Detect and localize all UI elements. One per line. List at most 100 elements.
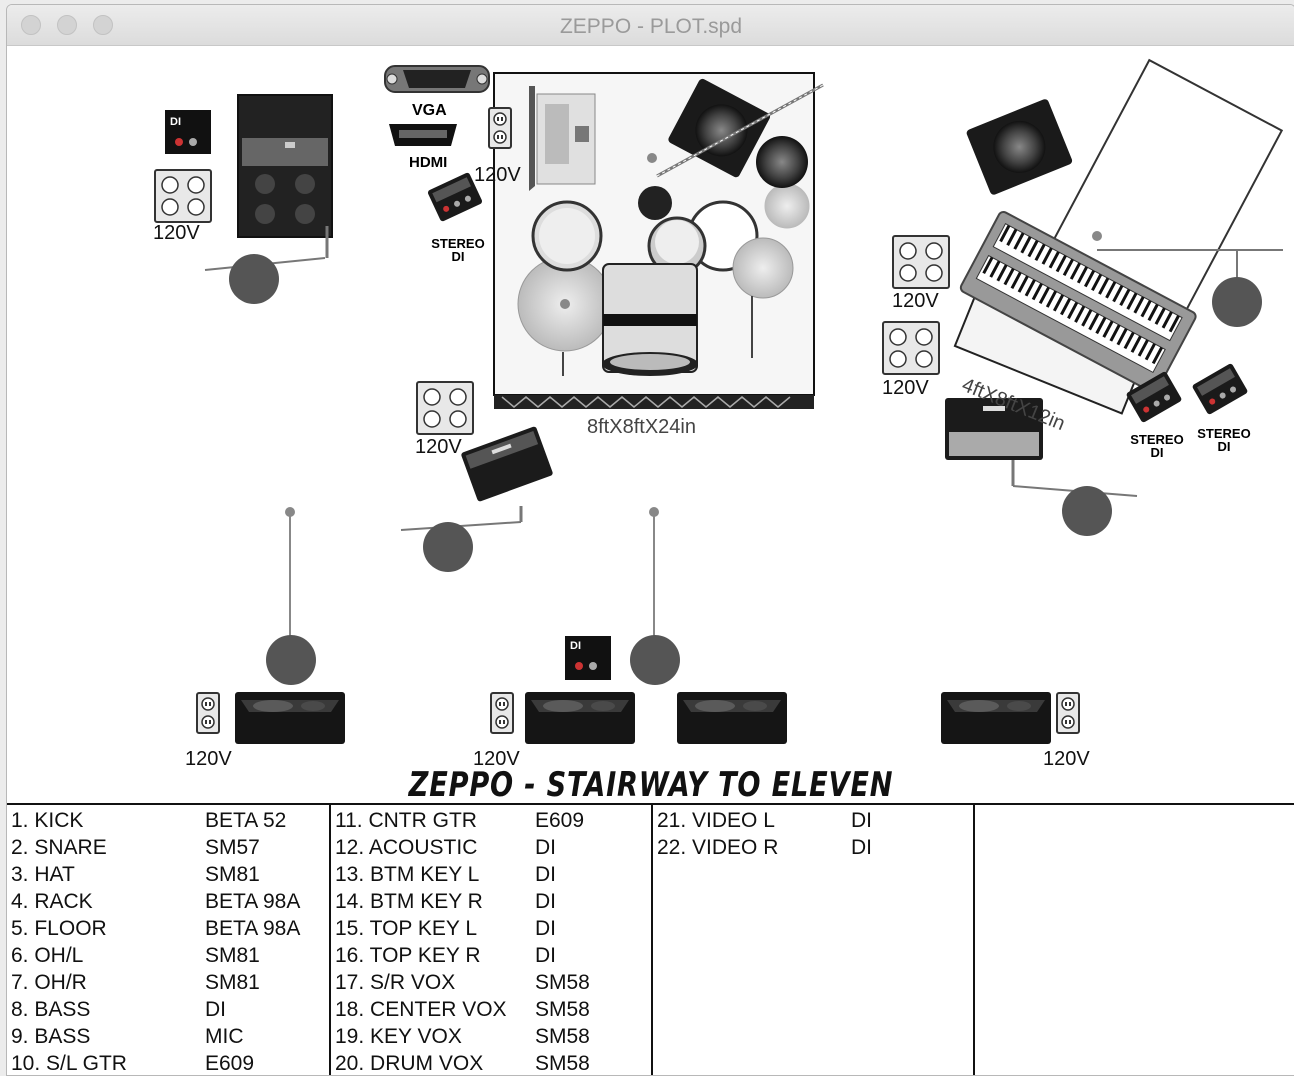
input-row-source: SM58 xyxy=(535,1052,590,1075)
stereo-di-label: STEREO DI xyxy=(1130,432,1184,460)
minimize-window-button[interactable] xyxy=(57,15,77,35)
vga-connector-icon xyxy=(384,65,490,93)
input-row-name: 15. TOP KEY L xyxy=(335,917,478,940)
bass-mic-stand[interactable] xyxy=(204,226,329,304)
sr-guitar-amp[interactable] xyxy=(945,398,1043,460)
input-column-4 xyxy=(975,805,1294,1075)
hdmi-label: HDMI xyxy=(409,154,448,171)
monitor-wedge-4[interactable] xyxy=(941,692,1051,744)
input-row-source: BETA 98A xyxy=(205,890,301,913)
power-label: 120V xyxy=(882,377,929,399)
stereo-di-label: STEREO DI xyxy=(431,236,485,264)
laptop-icon[interactable] xyxy=(529,86,596,191)
stage-plot-canvas[interactable]: 120V DI VGA HDMI 120V STEREO DI 8ftX8ftX… xyxy=(7,46,1294,804)
center-vocal-mic-stand[interactable] xyxy=(630,507,680,685)
input-row-source: SM58 xyxy=(535,1025,590,1048)
app-window: ZEPPO - PLOT.spd xyxy=(6,4,1294,1076)
input-row-name: 11. CNTR GTR xyxy=(335,809,477,832)
input-row-source: SM81 xyxy=(205,971,260,994)
input-row-name: 2. SNARE xyxy=(11,836,107,859)
input-row-name: 9. BASS xyxy=(11,1025,91,1048)
input-row-name: 10. S/L GTR xyxy=(11,1052,127,1075)
monitor-wedge-3[interactable] xyxy=(677,692,787,744)
hdmi-connector-icon xyxy=(389,124,457,146)
sr-guitar-mic-stand[interactable] xyxy=(1011,460,1138,536)
input-row-name: 20. DRUM VOX xyxy=(335,1052,484,1075)
input-row-source: DI xyxy=(205,998,226,1021)
power-label: 120V xyxy=(185,748,232,770)
di-box-acoustic[interactable] xyxy=(565,636,611,680)
keys-mic-stand[interactable] xyxy=(1092,231,1283,327)
di-label: DI xyxy=(170,116,181,128)
keys-monitor-wedge[interactable] xyxy=(965,98,1073,196)
power-outlet-icon xyxy=(416,381,474,435)
center-guitar-mic-stand[interactable] xyxy=(400,506,523,572)
input-row-source: MIC xyxy=(205,1025,244,1048)
input-row-name: 13. BTM KEY L xyxy=(335,863,480,886)
input-row-name: 4. RACK xyxy=(11,890,93,913)
drum-kit[interactable] xyxy=(517,183,810,376)
input-row-source: DI xyxy=(535,890,556,913)
input-row-source: E609 xyxy=(205,1052,255,1075)
bass-amp-rig[interactable] xyxy=(237,94,333,238)
input-row-source: SM58 xyxy=(535,971,590,994)
close-window-button[interactable] xyxy=(21,15,41,35)
monitor-wedge-2[interactable] xyxy=(525,692,635,744)
input-row-source: DI xyxy=(535,863,556,886)
di-label: DI xyxy=(570,640,581,652)
sl-vocal-mic-stand[interactable] xyxy=(266,507,316,685)
input-row-name: 18. CENTER VOX xyxy=(335,998,507,1021)
power-outlet-icon xyxy=(154,169,212,223)
input-row-name: 12. ACOUSTIC xyxy=(335,836,478,859)
center-guitar-amp[interactable] xyxy=(461,426,554,502)
input-column-2: 11. CNTR GTR E609 12. ACOUSTIC DI 13. BTM KE… xyxy=(331,805,653,1075)
zoom-window-button[interactable] xyxy=(93,15,113,35)
input-row-name: 8. BASS xyxy=(11,998,91,1021)
window-title: ZEPPO - PLOT.spd xyxy=(559,15,743,38)
drum-riser-label: 8ftX8ftX24in xyxy=(587,416,696,438)
input-list: 1. KICK BETA 52 2. SNARE SM57 3. HAT SM81 4. R… xyxy=(7,803,1294,1075)
input-row-name: 21. VIDEO L xyxy=(657,809,775,832)
power-label: 120V xyxy=(415,436,462,458)
plot-banner-title: ZEPPO - STAIRWAY TO ELEVEN xyxy=(408,765,894,805)
drum-overhead-mic[interactable] xyxy=(647,83,824,188)
monitor-wedge-1[interactable] xyxy=(235,692,345,744)
power-outlet-icon xyxy=(1056,692,1080,734)
stereo-di-label: STEREO DI xyxy=(1197,426,1251,454)
input-row-source: BETA 52 xyxy=(205,809,287,832)
power-label: 120V xyxy=(473,748,520,770)
di-box-bass[interactable] xyxy=(165,110,211,154)
input-row-name: 17. S/R VOX xyxy=(335,971,456,994)
input-row-source: SM57 xyxy=(205,836,260,859)
input-row-source: SM81 xyxy=(205,944,260,967)
power-label: 120V xyxy=(892,290,939,312)
input-row-source: DI xyxy=(851,836,872,859)
input-row-name: 3. HAT xyxy=(11,863,75,886)
power-outlet-icon xyxy=(882,321,940,375)
input-row-source: DI xyxy=(535,836,556,859)
input-row-name: 6. OH/L xyxy=(11,944,84,967)
input-row-name: 7. OH/R xyxy=(11,971,87,994)
input-row-source: SM81 xyxy=(205,863,260,886)
input-row-name: 1. KICK xyxy=(11,809,84,832)
input-column-1: 1. KICK BETA 52 2. SNARE SM57 3. HAT SM81 4. R… xyxy=(7,805,331,1075)
vga-label: VGA xyxy=(412,102,447,119)
input-column-3: 21. VIDEO L DI 22. VIDEO R DI xyxy=(653,805,975,1075)
input-row-source: SM58 xyxy=(535,998,590,1021)
input-row-source: BETA 98A xyxy=(205,917,301,940)
drum-monitor-wedge[interactable] xyxy=(667,77,771,178)
input-row-name: 14. BTM KEY R xyxy=(335,890,483,913)
power-label: 120V xyxy=(153,222,200,244)
input-row-name: 16. TOP KEY R xyxy=(335,944,481,967)
title-bar: ZEPPO - PLOT.spd xyxy=(7,5,1294,46)
power-outlet-icon xyxy=(490,692,514,734)
power-outlet-icon xyxy=(196,692,220,734)
power-label: 120V xyxy=(474,164,521,186)
input-row-name: 5. FLOOR xyxy=(11,917,107,940)
power-outlet-icon xyxy=(488,107,512,149)
keyboard-rig[interactable] xyxy=(959,210,1197,394)
input-row-source: DI xyxy=(851,809,872,832)
input-row-name: 22. VIDEO R xyxy=(657,836,779,859)
input-row-source: E609 xyxy=(535,809,585,832)
stereo-di-box[interactable] xyxy=(1191,362,1249,416)
